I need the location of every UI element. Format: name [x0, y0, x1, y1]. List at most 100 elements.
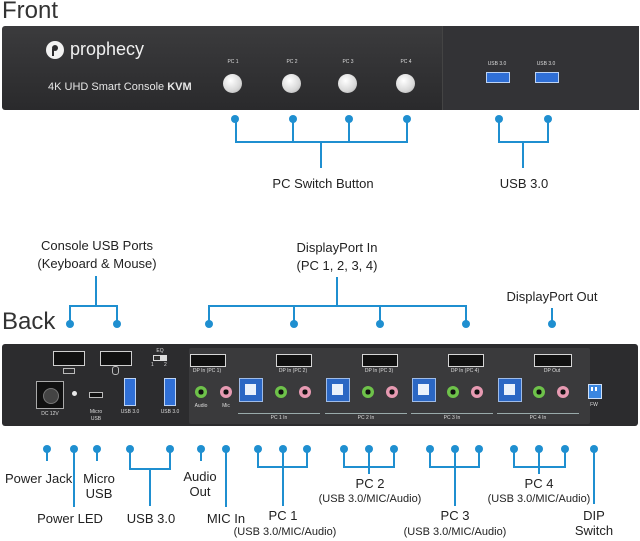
pc1-drop-2 [282, 449, 284, 467]
pc3-callout-label: PC 3 [440, 508, 470, 523]
pc1-switch-button[interactable] [223, 74, 242, 93]
pc2-switch-button[interactable] [282, 74, 301, 93]
pc4-drop-3 [564, 449, 566, 467]
pc3-in-label: PC 3 In [443, 415, 461, 421]
pc3-drop-1 [429, 449, 431, 467]
dp-in3-callout-dot [376, 320, 384, 328]
pc1-stem [282, 466, 284, 506]
front-usb1-label: USB 3.0 [487, 61, 507, 67]
front-usb2-label: USB 3.0 [536, 61, 556, 67]
pc4-drop-2 [538, 449, 540, 467]
pc1-drop-1 [257, 449, 259, 467]
dp-out-callout-dot [548, 320, 556, 328]
pc1-callout-sublabel: (USB 3.0/MIC/Audio) [233, 526, 337, 538]
pc4-drop-1 [513, 449, 515, 467]
power-led [72, 391, 77, 396]
dp-in-pc4-port[interactable] [448, 354, 484, 367]
pc3-usb-b-port[interactable] [412, 378, 436, 402]
front-panel-right-face [442, 26, 639, 110]
pc2-usb-b-port[interactable] [326, 378, 350, 402]
mic-in-jack[interactable] [220, 386, 232, 398]
back-usb-drop-1 [129, 449, 131, 469]
dp-in2-callout-dot [290, 320, 298, 328]
power-led-label: Power LED [37, 511, 103, 526]
dp-out-port[interactable] [534, 354, 572, 367]
pc1-button-label: PC 1 [227, 59, 239, 65]
pc3-switch-button[interactable] [338, 74, 357, 93]
pc1-usb-b-port[interactable] [239, 378, 263, 402]
pc-switch-drop-2 [292, 119, 294, 142]
pc1-callout-label: PC 1 [268, 508, 298, 523]
eq-option-2: 2 [164, 362, 167, 368]
model-text: 4K UHD Smart Console [48, 81, 165, 93]
pc3-in-line [411, 413, 493, 414]
audio-out-jack[interactable] [195, 386, 207, 398]
back-usb30-label-1: USB 3.0 [120, 409, 140, 415]
eq-switch[interactable] [153, 355, 167, 361]
displayport-in-stem [336, 277, 338, 306]
dip-switch-label-line2: Switch [574, 523, 614, 538]
pc2-drop-3 [393, 449, 395, 467]
back-usb30-callout-label: USB 3.0 [126, 511, 176, 526]
pc2-audio-jack[interactable] [362, 386, 374, 398]
pc3-audio-jack[interactable] [447, 386, 459, 398]
pc1-mic-jack[interactable] [299, 386, 311, 398]
pc1-audio-jack[interactable] [275, 386, 287, 398]
pc2-mic-jack[interactable] [386, 386, 398, 398]
eq-option-1: 1 [151, 362, 154, 368]
mic-in-drop [225, 449, 227, 507]
pc4-switch-button[interactable] [396, 74, 415, 93]
pc4-callout-sublabel: (USB 3.0/MIC/Audio) [487, 493, 591, 505]
dp-in4-callout-dot [462, 320, 470, 328]
front-usb-stem [522, 141, 524, 168]
pc4-audio-jack[interactable] [533, 386, 545, 398]
back-usb30-port-2[interactable] [164, 378, 176, 406]
pc4-usb-b-port[interactable] [498, 378, 522, 402]
dip-switch[interactable] [588, 384, 602, 399]
console-usb-drop-1 [69, 305, 71, 324]
front-usb-drop-2 [547, 119, 549, 142]
console-usb-drop-2 [116, 305, 118, 324]
audio-out-drop [200, 449, 202, 461]
front-usb30-label: USB 3.0 [499, 176, 549, 191]
dp-in1-callout-dot [205, 320, 213, 328]
console-usb-keyboard-port[interactable] [53, 351, 85, 366]
micro-usb-port[interactable] [89, 392, 103, 398]
pc4-mic-jack[interactable] [557, 386, 569, 398]
dp-in-drop-3 [379, 305, 381, 324]
eq-label: EQ [156, 348, 164, 354]
displayport-out-label: DisplayPort Out [506, 289, 598, 304]
dp-in-pc1-port[interactable] [190, 354, 226, 367]
pc2-in-line [325, 413, 407, 414]
power-led-drop [73, 449, 75, 507]
pc1-in-line [238, 413, 320, 414]
front-usb1-port[interactable] [486, 72, 510, 83]
pc1-drop-3 [306, 449, 308, 467]
pc-switch-button-label: PC Switch Button [272, 176, 374, 191]
dp-in-pc3-port[interactable] [362, 354, 398, 367]
console-usb1-callout-dot [66, 320, 74, 328]
console-usb-bracket [69, 305, 117, 307]
pc2-in-label: PC 2 In [357, 415, 375, 421]
console-usb-mouse-port[interactable] [100, 351, 132, 366]
pc3-button-label: PC 3 [342, 59, 354, 65]
prophecy-logo-icon [46, 41, 64, 59]
dc-power-jack[interactable] [36, 381, 64, 409]
fw-label: FW [590, 402, 598, 408]
displayport-in-label-line2: (PC 1, 2, 3, 4) [296, 258, 378, 273]
pc2-callout-sublabel: (USB 3.0/MIC/Audio) [318, 493, 422, 505]
displayport-in-label-line1: DisplayPort In [296, 240, 378, 255]
pc3-mic-jack[interactable] [471, 386, 483, 398]
pc4-callout-label: PC 4 [524, 476, 554, 491]
dc-label: DC 12V [41, 411, 59, 417]
dp-in-pc1-label: DP In (PC 1) [192, 368, 222, 374]
pc2-drop-2 [368, 449, 370, 467]
front-usb2-port[interactable] [535, 72, 559, 83]
pc3-drop-3 [478, 449, 480, 467]
micro-usb-callout-line2: USB [85, 486, 113, 501]
pc2-drop-1 [343, 449, 345, 467]
pc4-button-label: PC 4 [400, 59, 412, 65]
back-usb30-port-1[interactable] [124, 378, 136, 406]
pc2-callout-label: PC 2 [355, 476, 385, 491]
dp-in-pc2-port[interactable] [276, 354, 312, 367]
